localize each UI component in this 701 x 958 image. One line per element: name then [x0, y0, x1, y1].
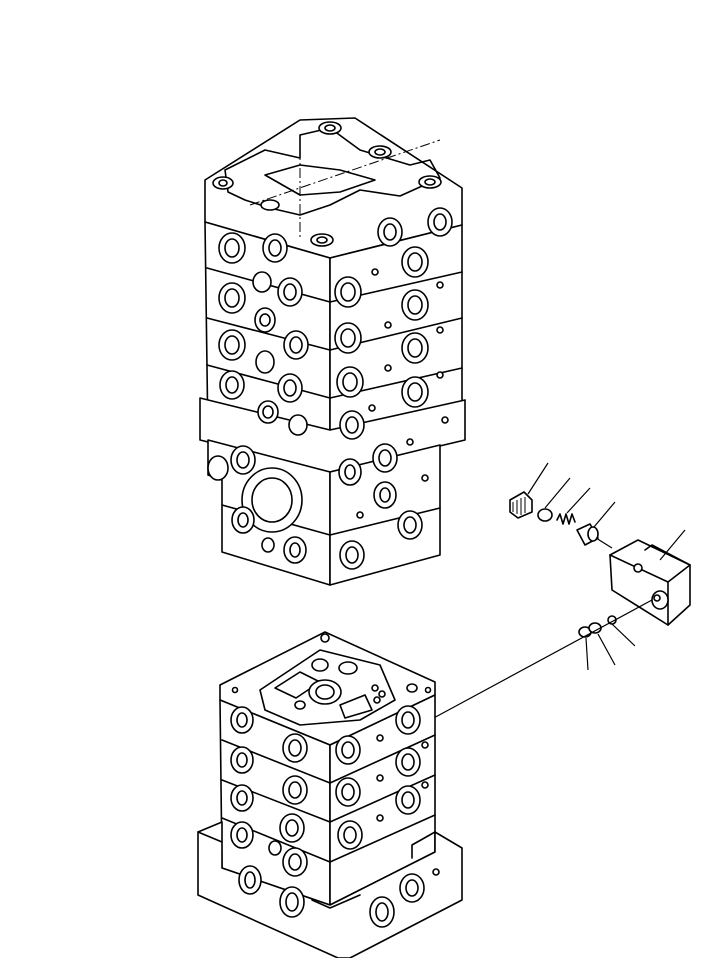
upper-valve-assembly [199, 117, 466, 586]
plug-part [509, 491, 533, 519]
spring-part [556, 513, 576, 525]
o-ring-part [537, 508, 553, 522]
callout-leaders [527, 462, 686, 671]
lower-valve-assembly [197, 631, 463, 958]
exploded-small-parts [429, 491, 691, 721]
valve-cover-block [609, 539, 691, 626]
piston-part [576, 523, 599, 546]
